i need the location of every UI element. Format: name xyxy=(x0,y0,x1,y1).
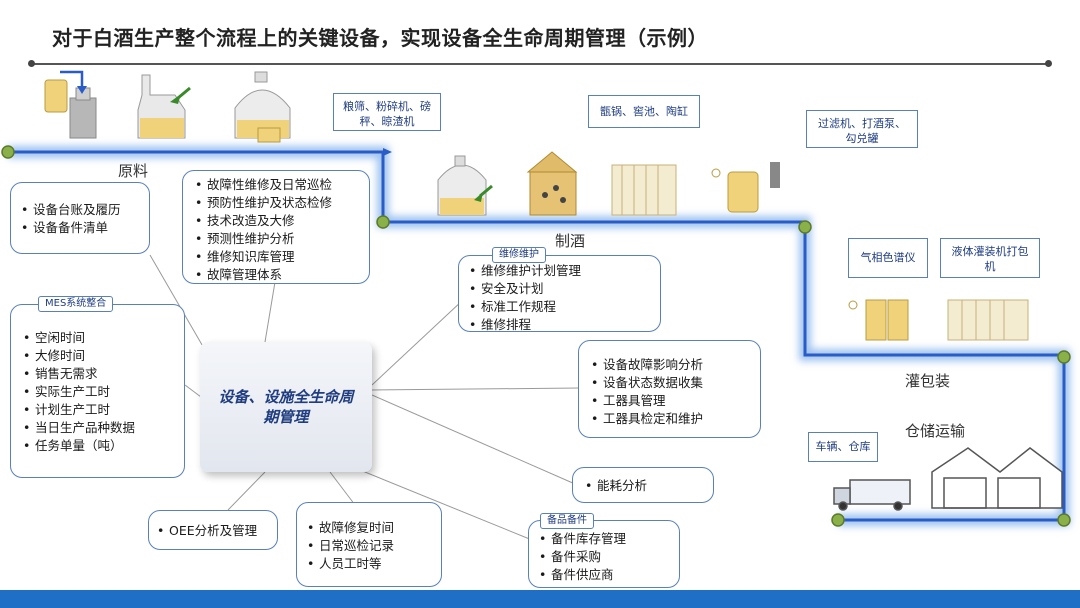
list-item: 销售无需求 xyxy=(21,365,184,383)
storage-icons xyxy=(833,447,1063,511)
list-item: 任务单量（吨） xyxy=(21,437,184,455)
list-item: 备件供应商 xyxy=(537,566,679,584)
stage-label-brew: 制酒 xyxy=(555,232,586,250)
list-item: 设备状态数据收集 xyxy=(589,374,760,392)
box-maintenance: 维修维护计划管理 安全及计划 标准工作规程 维修排程 xyxy=(458,255,661,334)
connector-line xyxy=(149,254,206,351)
box-repair: 故障性维修及日常巡检 预防性维护及状态检修 技术改造及大修 预测性维护分析 维修… xyxy=(182,170,370,284)
flow-line xyxy=(8,150,1066,522)
list-item: 设备备件清单 xyxy=(19,219,149,237)
connector-line xyxy=(371,299,464,386)
connector-line xyxy=(227,471,266,511)
connector-line xyxy=(264,281,276,343)
box-spare-parts: 备件库存管理 备件采购 备件供应商 xyxy=(528,520,680,588)
flow-node xyxy=(1,145,15,159)
list-item: 备件库存管理 xyxy=(537,530,679,548)
list-item: OEE分析及管理 xyxy=(155,522,277,540)
list-item: 能耗分析 xyxy=(583,477,713,495)
list-item: 空闲时间 xyxy=(21,329,184,347)
connector-line xyxy=(371,394,576,485)
flow-node xyxy=(1057,350,1071,364)
center-lifecycle-node: 设备、设施全生命周期管理 xyxy=(200,342,372,472)
list-item: 安全及计划 xyxy=(467,280,660,298)
maintenance-tag: 维修维护 xyxy=(492,247,546,263)
list-item: 预测性维护分析 xyxy=(193,230,369,248)
stage-label-fill: 灌包装 xyxy=(905,372,951,390)
box-ledger: 设备台账及履历 设备备件清单 xyxy=(10,182,150,254)
box-repair-time: 故障修复时间 日常巡检记录 人员工时等 xyxy=(296,502,442,587)
flow-node xyxy=(831,513,845,527)
list-item: 设备故障影响分析 xyxy=(589,356,760,374)
callout-filter-equipment: 过滤机、打酒泵、勾兑罐 xyxy=(806,110,918,148)
divider-dot-right xyxy=(1045,60,1052,67)
list-item: 维修维护计划管理 xyxy=(467,262,660,280)
list-item: 实际生产工时 xyxy=(21,383,184,401)
list-item: 计划生产工时 xyxy=(21,401,184,419)
stage-label-store: 仓储运输 xyxy=(905,422,966,440)
list-item: 维修排程 xyxy=(467,316,660,334)
flow-node xyxy=(1057,513,1071,527)
list-item: 工器具管理 xyxy=(589,392,760,410)
page-title: 对于白酒生产整个流程上的关键设备，实现设备全生命周期管理（示例） xyxy=(52,26,708,50)
filling-equipment-icons xyxy=(848,299,1029,341)
callout-vehicle: 车辆、仓库 xyxy=(808,432,878,462)
stage-label-raw: 原料 xyxy=(118,162,149,180)
list-item: 标准工作规程 xyxy=(467,298,660,316)
list-item: 故障性维修及日常巡检 xyxy=(193,176,369,194)
spare-parts-tag: 备品备件 xyxy=(540,513,594,529)
list-item: 当日生产品种数据 xyxy=(21,419,184,437)
connector-line xyxy=(329,471,356,506)
connector-line xyxy=(371,387,581,391)
callout-filling: 液体灌装机打包机 xyxy=(940,238,1040,278)
list-item: 设备台账及履历 xyxy=(19,201,149,219)
flow-node xyxy=(376,215,390,229)
list-item: 大修时间 xyxy=(21,347,184,365)
box-fault-analysis: 设备故障影响分析 设备状态数据收集 工器具管理 工器具检定和维护 xyxy=(578,340,761,438)
flow-node xyxy=(798,220,812,234)
brew-equipment-icons xyxy=(437,151,780,216)
list-item: 预防性维护及状态检修 xyxy=(193,194,369,212)
flow-arrow-head xyxy=(383,148,392,156)
box-energy: 能耗分析 xyxy=(572,467,714,503)
list-item: 工器具检定和维护 xyxy=(589,410,760,428)
list-item: 日常巡检记录 xyxy=(305,537,441,555)
box-mes: 空闲时间 大修时间 销售无需求 实际生产工时 计划生产工时 当日生产品种数据 任… xyxy=(10,304,185,478)
list-item: 故障修复时间 xyxy=(305,519,441,537)
mes-tag: MES系统整合 xyxy=(38,296,114,312)
box-oee: OEE分析及管理 xyxy=(148,510,278,550)
callout-brew-equipment: 甑锅、窖池、陶缸 xyxy=(588,95,700,128)
divider-dot-left xyxy=(28,60,35,67)
footer-bar xyxy=(0,590,1080,608)
list-item: 故障管理体系 xyxy=(193,266,369,284)
callout-raw-equipment: 粮筛、粉碎机、磅秤、晾渣机 xyxy=(333,93,441,131)
connector-line xyxy=(359,469,533,541)
list-item: 人员工时等 xyxy=(305,555,441,573)
raw-equipment-icons xyxy=(44,70,291,143)
list-item: 维修知识库管理 xyxy=(193,248,369,266)
list-item: 技术改造及大修 xyxy=(193,212,369,230)
callout-gc: 气相色谱仪 xyxy=(848,238,928,278)
title-divider xyxy=(30,63,1050,65)
list-item: 备件采购 xyxy=(537,548,679,566)
